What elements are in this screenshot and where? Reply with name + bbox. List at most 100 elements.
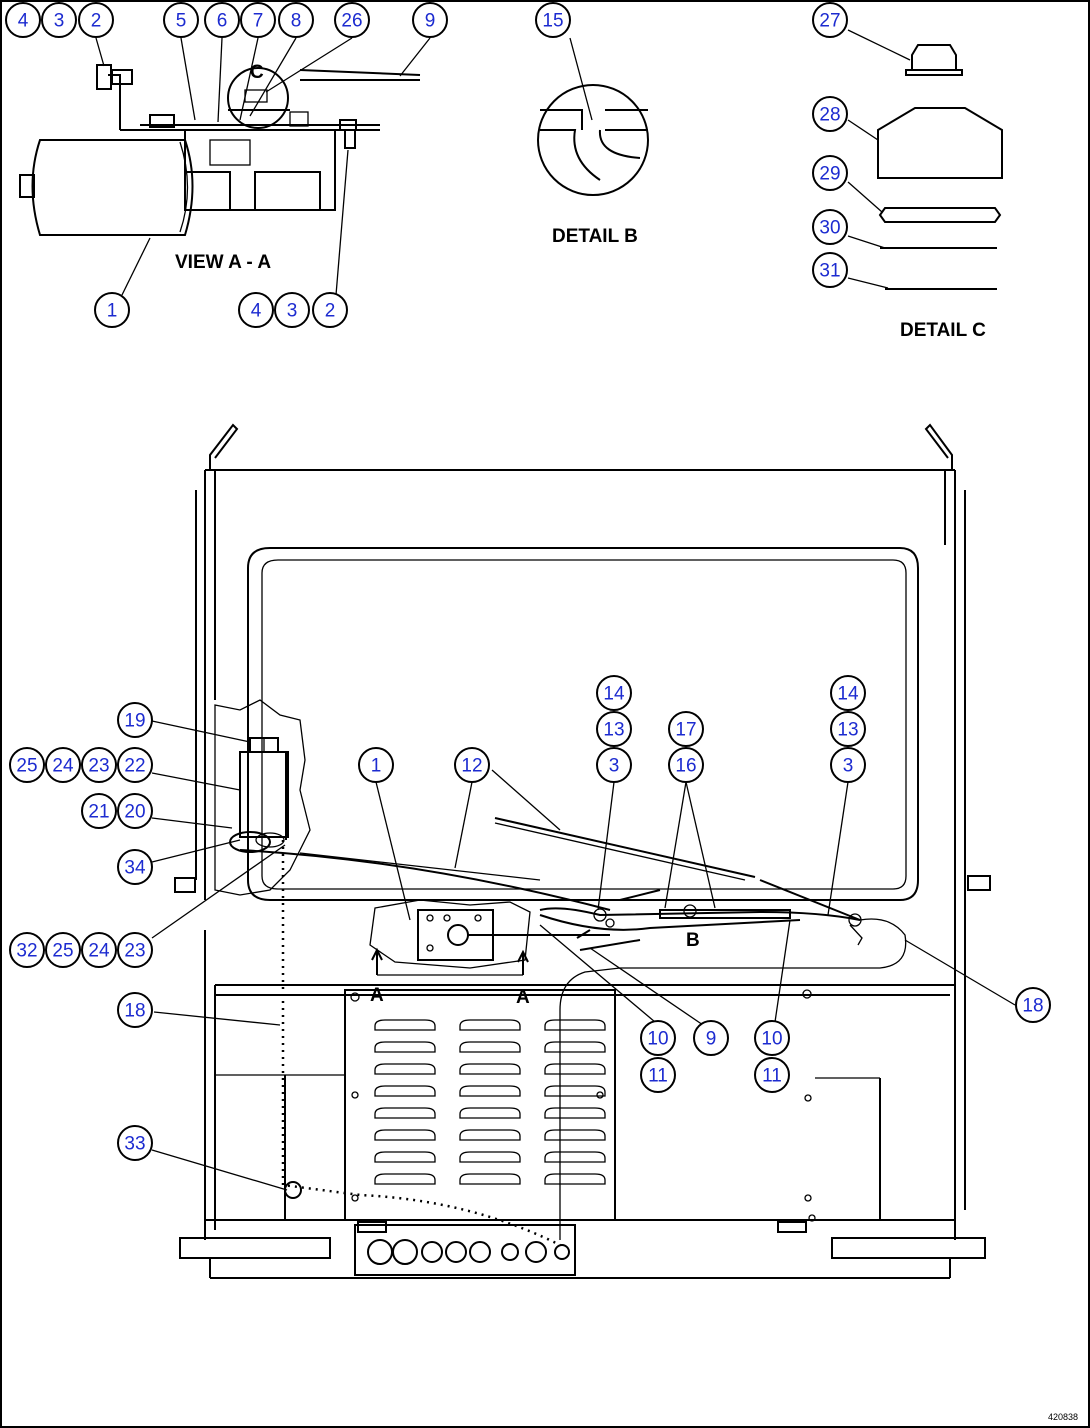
callout-c34: 34 bbox=[117, 849, 153, 885]
louver-slot bbox=[544, 1063, 606, 1075]
callout-circle bbox=[117, 747, 153, 783]
callout-number: 22 bbox=[124, 756, 145, 777]
wiper-linkage bbox=[239, 817, 863, 951]
callout-c3b: 3 bbox=[274, 292, 310, 328]
callout-circle bbox=[596, 747, 632, 783]
callout-c7: 7 bbox=[240, 2, 276, 38]
callout-c12: 12 bbox=[454, 747, 490, 783]
callout-circle bbox=[668, 747, 704, 783]
callout-c1b: 1 bbox=[358, 747, 394, 783]
callout-circle bbox=[1015, 987, 1051, 1023]
callout-number: 1 bbox=[371, 756, 382, 777]
louvers bbox=[374, 1019, 606, 1185]
callout-number: 12 bbox=[461, 756, 482, 777]
callout-number: 3 bbox=[609, 756, 620, 777]
callout-number: 24 bbox=[88, 941, 110, 962]
callout-number: 13 bbox=[837, 720, 858, 741]
callout-circle bbox=[78, 2, 114, 38]
callout-number: 16 bbox=[675, 756, 696, 777]
callout-number: 28 bbox=[819, 105, 840, 126]
callout-c25b: 25 bbox=[45, 932, 81, 968]
callout-circle bbox=[81, 793, 117, 829]
callout-c11b: 11 bbox=[754, 1057, 790, 1093]
callout-c3a: 3 bbox=[41, 2, 77, 38]
callout-number: 2 bbox=[91, 11, 102, 32]
callout-circle bbox=[812, 2, 848, 38]
callout-circle bbox=[117, 992, 153, 1028]
callout-circle bbox=[81, 932, 117, 968]
callout-c23a: 23 bbox=[81, 747, 117, 783]
callout-circle bbox=[117, 793, 153, 829]
callout-circle bbox=[117, 932, 153, 968]
callout-c14b: 14 bbox=[830, 675, 866, 711]
cab-rear-view bbox=[174, 423, 991, 1279]
callout-number: 7 bbox=[253, 11, 264, 32]
callout-circle bbox=[754, 1020, 790, 1056]
leaders-main bbox=[151, 720, 849, 1191]
callout-c28: 28 bbox=[812, 96, 848, 132]
louver-slot bbox=[544, 1019, 606, 1031]
callout-circle bbox=[312, 292, 348, 328]
callout-c29: 29 bbox=[812, 155, 848, 191]
callout-circle bbox=[830, 711, 866, 747]
callout-circle bbox=[830, 747, 866, 783]
louver-slot bbox=[459, 1019, 521, 1031]
detail-b-marker: B bbox=[686, 930, 700, 951]
callout-circle bbox=[81, 747, 117, 783]
callout-number: 10 bbox=[761, 1029, 782, 1050]
louver-slot bbox=[459, 1041, 521, 1053]
hose-clip bbox=[284, 1181, 302, 1199]
callout-circle bbox=[358, 747, 394, 783]
callout-circle bbox=[163, 2, 199, 38]
callout-c15: 15 bbox=[535, 2, 571, 38]
callout-c25a: 25 bbox=[9, 747, 45, 783]
louver-slot bbox=[459, 1173, 521, 1185]
callout-number: 32 bbox=[16, 941, 37, 962]
callout-number: 30 bbox=[819, 218, 840, 239]
callout-c21: 21 bbox=[81, 793, 117, 829]
callout-c23b: 23 bbox=[117, 932, 153, 968]
callout-c11a: 11 bbox=[640, 1057, 676, 1093]
louver-slot bbox=[374, 1063, 436, 1075]
louver-slot bbox=[544, 1107, 606, 1119]
harness-leader bbox=[904, 939, 1016, 1006]
callout-circle bbox=[45, 747, 81, 783]
callout-number: 6 bbox=[217, 11, 228, 32]
detail-b bbox=[537, 37, 649, 196]
callout-circle bbox=[812, 252, 848, 288]
section-arrows bbox=[371, 947, 529, 976]
callout-c32: 32 bbox=[9, 932, 45, 968]
callout-c1a: 1 bbox=[94, 292, 130, 328]
callout-number: 2 bbox=[325, 301, 336, 322]
section-a-right: A bbox=[516, 987, 530, 1008]
callout-c2b: 2 bbox=[312, 292, 348, 328]
callout-circle bbox=[9, 932, 45, 968]
callout-c14a: 14 bbox=[596, 675, 632, 711]
callout-number: 14 bbox=[603, 684, 625, 705]
callout-number: 27 bbox=[819, 11, 840, 32]
callout-c4a: 4 bbox=[5, 2, 41, 38]
callout-c10a: 10 bbox=[640, 1020, 676, 1056]
callout-circle bbox=[117, 849, 153, 885]
callout-number: 10 bbox=[647, 1029, 668, 1050]
callout-circle bbox=[9, 747, 45, 783]
callout-circle bbox=[41, 2, 77, 38]
callout-number: 19 bbox=[124, 711, 145, 732]
callout-circle bbox=[240, 2, 276, 38]
callout-circle bbox=[238, 292, 274, 328]
louver-slot bbox=[374, 1173, 436, 1185]
callout-circle bbox=[693, 1020, 729, 1056]
washer-tank bbox=[214, 699, 311, 896]
callout-number: 4 bbox=[18, 11, 29, 32]
callout-c18b: 18 bbox=[1015, 987, 1051, 1023]
callout-circle bbox=[596, 711, 632, 747]
callout-number: 1 bbox=[107, 301, 118, 322]
callout-c30: 30 bbox=[812, 209, 848, 245]
callout-circle bbox=[274, 292, 310, 328]
callout-number: 5 bbox=[176, 11, 187, 32]
callout-number: 25 bbox=[52, 941, 73, 962]
callout-number: 24 bbox=[52, 756, 74, 777]
callout-circle bbox=[812, 209, 848, 245]
